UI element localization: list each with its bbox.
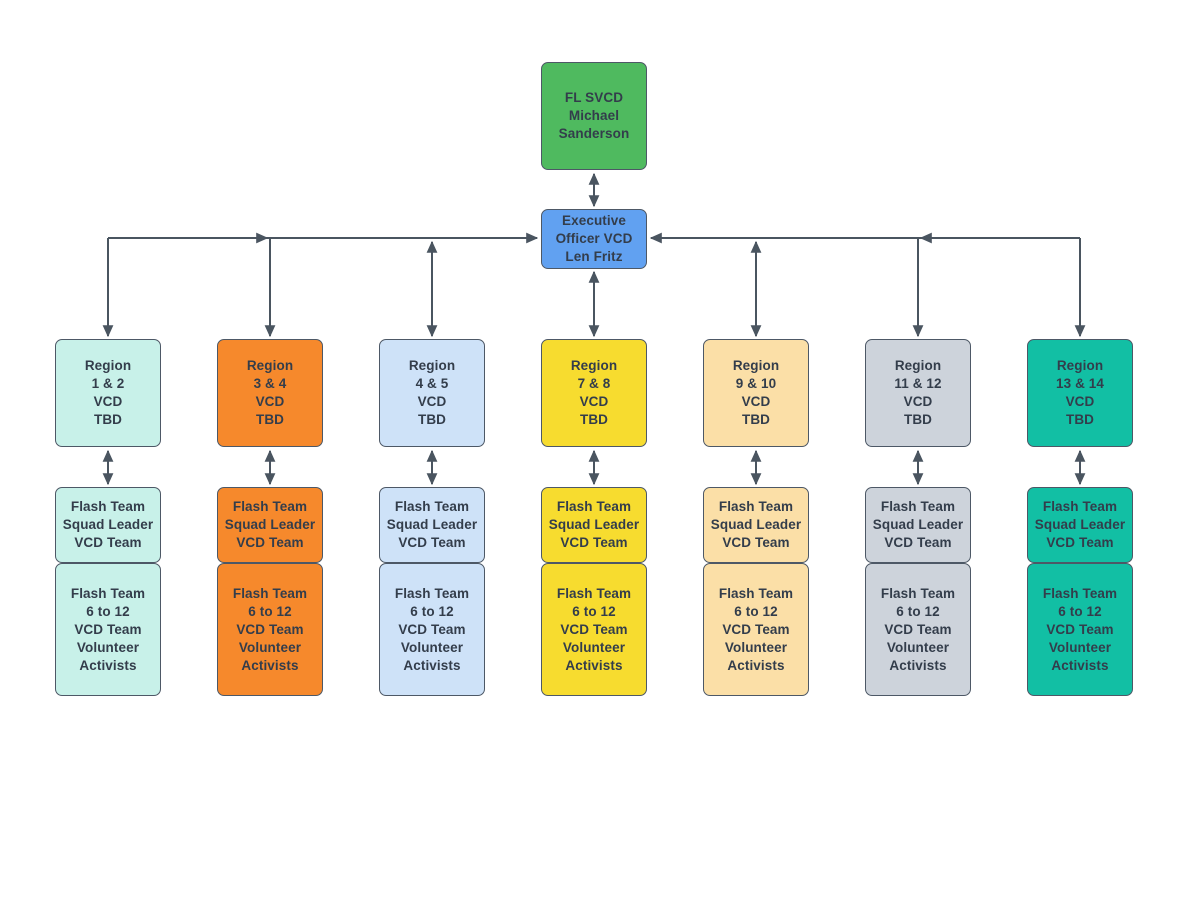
region-13-14-label: Region 13 & 14 VCD TBD xyxy=(1056,358,1104,427)
squad-leader-node-1[interactable]: Flash Team Squad Leader VCD Team xyxy=(55,487,161,563)
flash-team-label-4: Flash Team 6 to 12 VCD Team Volunteer Ac… xyxy=(556,585,632,673)
squad-leader-label-4: Flash Team Squad Leader VCD Team xyxy=(548,499,640,550)
region-9-10-node[interactable]: Region 9 & 10 VCD TBD xyxy=(703,339,809,447)
region-4-5-node[interactable]: Region 4 & 5 VCD TBD xyxy=(379,339,485,447)
region-11-12-label: Region 11 & 12 VCD TBD xyxy=(894,358,942,427)
fl-svcd-node[interactable]: FL SVCD Michael Sanderson xyxy=(541,62,647,170)
squad-leader-node-5[interactable]: Flash Team Squad Leader VCD Team xyxy=(703,487,809,563)
flash-team-label-6: Flash Team 6 to 12 VCD Team Volunteer Ac… xyxy=(880,585,956,673)
region-3-4-node[interactable]: Region 3 & 4 VCD TBD xyxy=(217,339,323,447)
squad-leader-label-5: Flash Team Squad Leader VCD Team xyxy=(710,499,802,550)
flash-team-node-4[interactable]: Flash Team 6 to 12 VCD Team Volunteer Ac… xyxy=(541,563,647,696)
squad-leader-label-2: Flash Team Squad Leader VCD Team xyxy=(224,499,316,550)
fl-svcd-label: FL SVCD Michael Sanderson xyxy=(558,90,630,141)
squad-leader-node-4[interactable]: Flash Team Squad Leader VCD Team xyxy=(541,487,647,563)
region-7-8-label: Region 7 & 8 VCD TBD xyxy=(570,358,618,427)
squad-leader-node-7[interactable]: Flash Team Squad Leader VCD Team xyxy=(1027,487,1133,563)
region-7-8-node[interactable]: Region 7 & 8 VCD TBD xyxy=(541,339,647,447)
flash-team-node-3[interactable]: Flash Team 6 to 12 VCD Team Volunteer Ac… xyxy=(379,563,485,696)
region-13-14-node[interactable]: Region 13 & 14 VCD TBD xyxy=(1027,339,1133,447)
flash-team-node-5[interactable]: Flash Team 6 to 12 VCD Team Volunteer Ac… xyxy=(703,563,809,696)
region-11-12-node[interactable]: Region 11 & 12 VCD TBD xyxy=(865,339,971,447)
flash-team-node-2[interactable]: Flash Team 6 to 12 VCD Team Volunteer Ac… xyxy=(217,563,323,696)
squad-leader-node-6[interactable]: Flash Team Squad Leader VCD Team xyxy=(865,487,971,563)
region-4-5-label: Region 4 & 5 VCD TBD xyxy=(408,358,456,427)
region-9-10-label: Region 9 & 10 VCD TBD xyxy=(732,358,780,427)
flash-team-label-5: Flash Team 6 to 12 VCD Team Volunteer Ac… xyxy=(718,585,794,673)
region-3-4-label: Region 3 & 4 VCD TBD xyxy=(246,358,294,427)
flash-team-label-1: Flash Team 6 to 12 VCD Team Volunteer Ac… xyxy=(70,585,146,673)
squad-leader-node-3[interactable]: Flash Team Squad Leader VCD Team xyxy=(379,487,485,563)
squad-leader-label-3: Flash Team Squad Leader VCD Team xyxy=(386,499,478,550)
flash-team-label-2: Flash Team 6 to 12 VCD Team Volunteer Ac… xyxy=(232,585,308,673)
squad-leader-label-6: Flash Team Squad Leader VCD Team xyxy=(872,499,964,550)
region-1-2-node[interactable]: Region 1 & 2 VCD TBD xyxy=(55,339,161,447)
flash-team-label-7: Flash Team 6 to 12 VCD Team Volunteer Ac… xyxy=(1042,585,1118,673)
flash-team-node-7[interactable]: Flash Team 6 to 12 VCD Team Volunteer Ac… xyxy=(1027,563,1133,696)
flash-team-node-1[interactable]: Flash Team 6 to 12 VCD Team Volunteer Ac… xyxy=(55,563,161,696)
squad-leader-label-1: Flash Team Squad Leader VCD Team xyxy=(62,499,154,550)
region-1-2-label: Region 1 & 2 VCD TBD xyxy=(84,358,132,427)
executive-officer-label: Executive Officer VCD Len Fritz xyxy=(555,213,633,264)
flash-team-node-6[interactable]: Flash Team 6 to 12 VCD Team Volunteer Ac… xyxy=(865,563,971,696)
executive-officer-node[interactable]: Executive Officer VCD Len Fritz xyxy=(541,209,647,269)
squad-leader-node-2[interactable]: Flash Team Squad Leader VCD Team xyxy=(217,487,323,563)
flash-team-label-3: Flash Team 6 to 12 VCD Team Volunteer Ac… xyxy=(394,585,470,673)
squad-leader-label-7: Flash Team Squad Leader VCD Team xyxy=(1034,499,1126,550)
